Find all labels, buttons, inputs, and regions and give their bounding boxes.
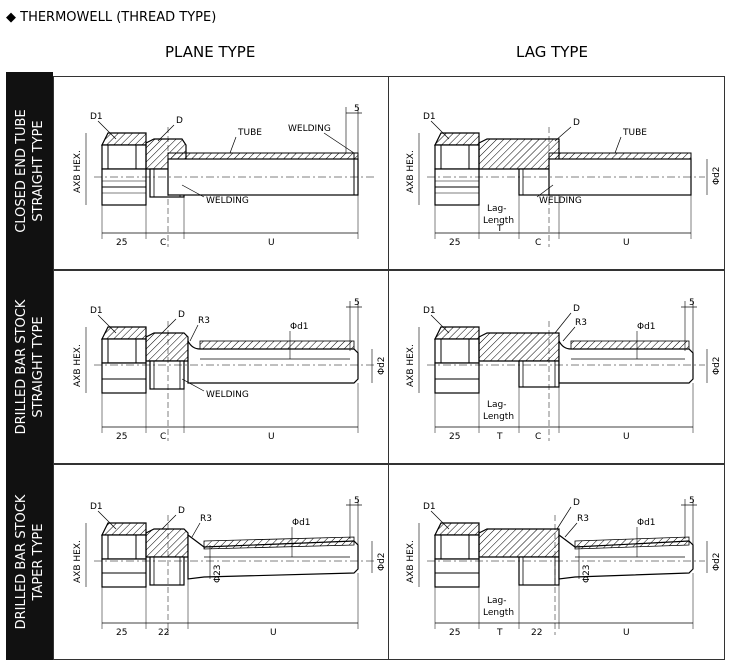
drawing-drilled-straight-lag: D1 D R3 Φd1 5 Φd2 AXB HEX. Lag- Length 2… bbox=[388, 270, 725, 464]
label-d: D bbox=[178, 310, 185, 320]
dim-u: U bbox=[268, 432, 275, 442]
dim-25: 25 bbox=[449, 432, 460, 442]
label-d1: D1 bbox=[90, 502, 103, 512]
label-axb-hex: AXB HEX. bbox=[406, 344, 416, 387]
label-welding: WELDING bbox=[206, 196, 249, 206]
column-header-lag: LAG TYPE bbox=[516, 43, 588, 61]
label-r3: R3 bbox=[198, 316, 210, 326]
dim-25: 25 bbox=[449, 628, 460, 638]
label-welding: WELDING bbox=[288, 124, 331, 134]
dim-22: 22 bbox=[158, 628, 169, 638]
label-d: D bbox=[573, 304, 580, 314]
dim-t: T bbox=[496, 432, 503, 442]
label-phi-d2: Φd2 bbox=[712, 552, 722, 571]
dim-25: 25 bbox=[116, 628, 127, 638]
label-d1: D1 bbox=[423, 112, 436, 122]
label-phi23: Φ23 bbox=[582, 564, 592, 583]
dim-c: C bbox=[160, 238, 166, 248]
label-tube: TUBE bbox=[237, 128, 262, 138]
drawing-drilled-straight-plane: D1 D R3 Φd1 WELDING 5 Φd2 AXB HEX. 25 C … bbox=[53, 270, 390, 464]
dim-u: U bbox=[623, 628, 630, 638]
column-header-plane: PLANE TYPE bbox=[165, 43, 256, 61]
label-phi-d1: Φd1 bbox=[290, 322, 309, 332]
label-lag: Lag- bbox=[487, 596, 507, 606]
label-r3: R3 bbox=[577, 514, 589, 524]
label-phi-d2: Φd2 bbox=[712, 166, 722, 185]
dim-t: T bbox=[496, 224, 503, 234]
label-phi-d1: Φd1 bbox=[637, 322, 656, 332]
row-tab-line1: DRILLED BAR STOCK bbox=[13, 299, 29, 435]
drawing-drilled-taper-plane: D1 D R3 Φd1 Φ23 5 Φd2 AXB HEX. 25 22 U bbox=[53, 464, 390, 660]
label-lag: Lag- bbox=[487, 204, 507, 214]
drawing-closed-end-lag: D1 D TUBE WELDING Φd2 AXB HEX. Lag- Leng… bbox=[388, 76, 725, 270]
row-tab-line2: STRAIGHT TYPE bbox=[30, 316, 46, 418]
label-phi-d2: Φd2 bbox=[377, 552, 387, 571]
label-axb-hex: AXB HEX. bbox=[73, 540, 83, 583]
label-axb-hex: AXB HEX. bbox=[73, 150, 83, 193]
label-d: D bbox=[178, 506, 185, 516]
label-axb-hex: AXB HEX. bbox=[406, 540, 416, 583]
label-phi-d1: Φd1 bbox=[292, 518, 311, 528]
label-phi-d2: Φd2 bbox=[377, 356, 387, 375]
label-tube: TUBE bbox=[622, 128, 647, 138]
label-5: 5 bbox=[689, 496, 695, 506]
label-5: 5 bbox=[354, 104, 360, 114]
label-phi23: Φ23 bbox=[213, 564, 223, 583]
dim-u: U bbox=[270, 628, 277, 638]
page-title: ◆ THERMOWELL (THREAD TYPE) bbox=[6, 10, 217, 25]
dim-c: C bbox=[535, 432, 541, 442]
label-length: Length bbox=[483, 412, 514, 422]
dim-c: C bbox=[535, 238, 541, 248]
label-d: D bbox=[573, 498, 580, 508]
dim-25: 25 bbox=[449, 238, 460, 248]
dim-u: U bbox=[268, 238, 275, 248]
dim-25: 25 bbox=[116, 238, 127, 248]
label-lag: Lag- bbox=[487, 400, 507, 410]
label-axb-hex: AXB HEX. bbox=[73, 344, 83, 387]
label-length: Length bbox=[483, 216, 514, 226]
label-r3: R3 bbox=[200, 514, 212, 524]
label-d1: D1 bbox=[90, 306, 103, 316]
dim-c: C bbox=[160, 432, 166, 442]
label-d1: D1 bbox=[90, 112, 103, 122]
label-d: D bbox=[573, 118, 580, 128]
label-d: D bbox=[176, 116, 183, 126]
dim-u: U bbox=[623, 238, 630, 248]
dim-u: U bbox=[623, 432, 630, 442]
dim-25: 25 bbox=[116, 432, 127, 442]
label-d1: D1 bbox=[423, 502, 436, 512]
label-5: 5 bbox=[354, 496, 360, 506]
dim-22: 22 bbox=[531, 628, 542, 638]
label-length: Length bbox=[483, 608, 514, 618]
label-axb-hex: AXB HEX. bbox=[406, 150, 416, 193]
row-tab-line2: TAPER TYPE bbox=[30, 523, 46, 601]
row-tab-line2: STRAIGHT TYPE bbox=[30, 120, 46, 222]
drawing-closed-end-plane: D1 D TUBE WELDING WELDING 5 AXB HEX. 25 … bbox=[53, 76, 390, 270]
label-phi-d2: Φd2 bbox=[712, 356, 722, 375]
label-welding: WELDING bbox=[206, 390, 249, 400]
label-5: 5 bbox=[354, 298, 360, 308]
label-r3: R3 bbox=[575, 318, 587, 328]
drawing-drilled-taper-lag: D1 D R3 Φd1 Φ23 5 Φd2 AXB HEX. Lag- Leng… bbox=[388, 464, 725, 660]
label-5: 5 bbox=[689, 298, 695, 308]
label-phi-d1: Φd1 bbox=[637, 518, 656, 528]
label-welding: WELDING bbox=[539, 196, 582, 206]
row-tab-line1: DRILLED BAR STOCK bbox=[13, 494, 29, 630]
label-d1: D1 bbox=[423, 306, 436, 316]
row-tab-line1: CLOSED END TUBE bbox=[13, 109, 29, 233]
dim-t: T bbox=[496, 628, 503, 638]
